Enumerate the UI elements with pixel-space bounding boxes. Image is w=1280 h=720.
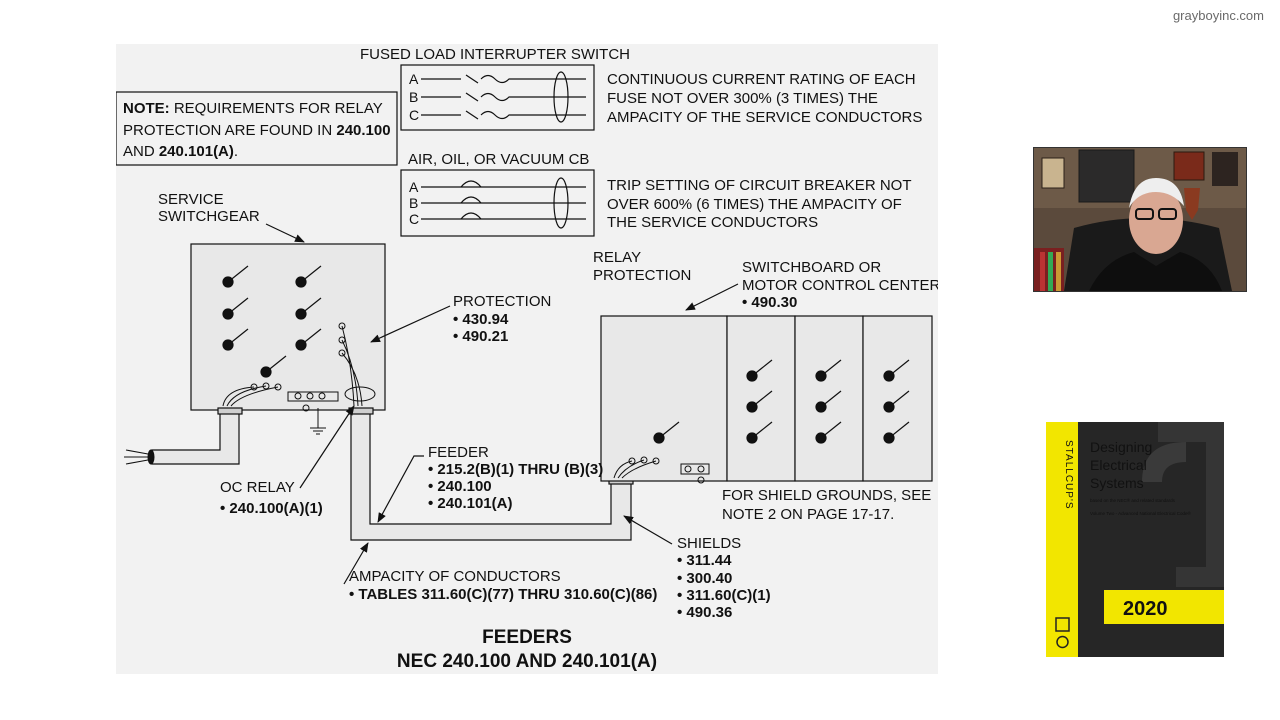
shields-ref-2: • 300.40 <box>677 570 732 587</box>
feeder-ref-2: • 240.100 <box>428 478 492 495</box>
breaker-rating-line-1: TRIP SETTING OF CIRCUIT BREAKER NOT <box>607 177 911 194</box>
ampacity-ref: • TABLES 311.60(C)(77) THRU 310.60(C)(86… <box>349 586 657 603</box>
svg-text:B: B <box>409 89 418 105</box>
incoming-conductors <box>124 449 155 465</box>
shield-grounds-line-1: FOR SHIELD GROUNDS, SEE <box>722 487 931 504</box>
site-url: grayboyinc.com <box>1172 8 1264 23</box>
book-tagline: based on the NEC® and related standards <box>1090 497 1176 503</box>
feeders-diagram: FUSED LOAD INTERRUPTER SWITCH A B C CONT… <box>116 46 938 672</box>
shields-ref-4: • 490.36 <box>677 604 732 621</box>
fused-rating-line-1: CONTINUOUS CURRENT RATING OF EACH <box>607 71 916 88</box>
book-title-line-2: Electrical <box>1090 457 1147 473</box>
feeder-ref-3: • 240.101(A) <box>428 495 512 512</box>
svg-text:C: C <box>409 211 419 227</box>
fused-switch-symbol: A B C <box>400 64 595 131</box>
service-switchgear-label-2: SWITCHGEAR <box>158 208 260 225</box>
shield-grounds-line-2: NOTE 2 ON PAGE 17-17. <box>722 506 894 523</box>
shields-title: SHIELDS <box>677 535 741 552</box>
feeder-ref-1: • 215.2(B)(1) THRU (B)(3) <box>428 461 603 478</box>
oc-relay-title: OC RELAY <box>220 479 295 496</box>
book-cover: STALLCUP'S Designing Electrical Systems … <box>1046 422 1224 657</box>
fused-rating-line-3: AMPACITY OF THE SERVICE CONDUCTORS <box>607 109 922 126</box>
protection-title: PROTECTION <box>453 293 551 310</box>
switchboard-cabinet <box>600 315 933 484</box>
svg-text:A: A <box>409 179 419 195</box>
breaker-rating-line-3: THE SERVICE CONDUCTORS <box>607 214 818 231</box>
feeder-title: FEEDER <box>428 444 489 461</box>
relay-protection-label-1: RELAY <box>593 249 641 266</box>
svg-text:A: A <box>409 71 419 87</box>
switchboard-ref: • 490.30 <box>742 294 797 311</box>
shields-ref-1: • 311.44 <box>677 552 732 569</box>
oc-relay-ref: • 240.100(A)(1) <box>220 500 323 517</box>
protection-ref-1: • 430.94 <box>453 311 509 328</box>
service-switchgear-cabinet <box>190 243 386 435</box>
diagram-caption-title: FEEDERS <box>482 627 572 648</box>
svg-text:PROTECTION ARE FOUND IN 240.10: PROTECTION ARE FOUND IN 240.100 <box>123 122 391 139</box>
switchboard-label-1: SWITCHBOARD OR <box>742 259 881 276</box>
note-box: NOTE: REQUIREMENTS FOR RELAY PROTECTION … <box>116 91 398 166</box>
ampacity-title: AMPACITY OF CONDUCTORS <box>349 568 561 585</box>
shields-ref-3: • 311.60(C)(1) <box>677 587 771 604</box>
protection-ref-2: • 490.21 <box>453 328 508 345</box>
book-title-line-3: Systems <box>1090 475 1144 491</box>
relay-protection-label-2: PROTECTION <box>593 267 691 284</box>
book-title-line-1: Designing <box>1090 439 1152 455</box>
fused-rating-line-2: FUSE NOT OVER 300% (3 TIMES) THE <box>607 90 878 107</box>
svg-text:C: C <box>409 107 419 123</box>
svg-text:AND 240.101(A).: AND 240.101(A). <box>123 143 238 160</box>
breaker-rating-line-2: OVER 600% (6 TIMES) THE AMPACITY OF <box>607 196 902 213</box>
breaker-title: AIR, OIL, OR VACUUM CB <box>408 151 589 168</box>
publisher-logo-icon <box>1055 617 1070 632</box>
switchboard-label-2: MOTOR CONTROL CENTER <box>742 277 938 294</box>
fused-switch-title: FUSED LOAD INTERRUPTER SWITCH <box>360 46 630 63</box>
book-year: 2020 <box>1123 598 1168 620</box>
service-switchgear-label-1: SERVICE <box>158 191 224 208</box>
svg-text:B: B <box>409 195 418 211</box>
breaker-symbol: A B C <box>400 169 595 237</box>
presenter-webcam <box>1033 147 1247 292</box>
book-spine-text: STALLCUP'S <box>1063 440 1074 510</box>
book-volume: Volume Two - Advanced National Electrica… <box>1090 510 1191 516</box>
diagram-caption-subtitle: NEC 240.100 AND 240.101(A) <box>397 651 657 672</box>
svg-text:NOTE: REQUIREMENTS FOR RELAY: NOTE: REQUIREMENTS FOR RELAY <box>123 100 383 117</box>
publisher-seal-icon <box>1056 635 1069 649</box>
